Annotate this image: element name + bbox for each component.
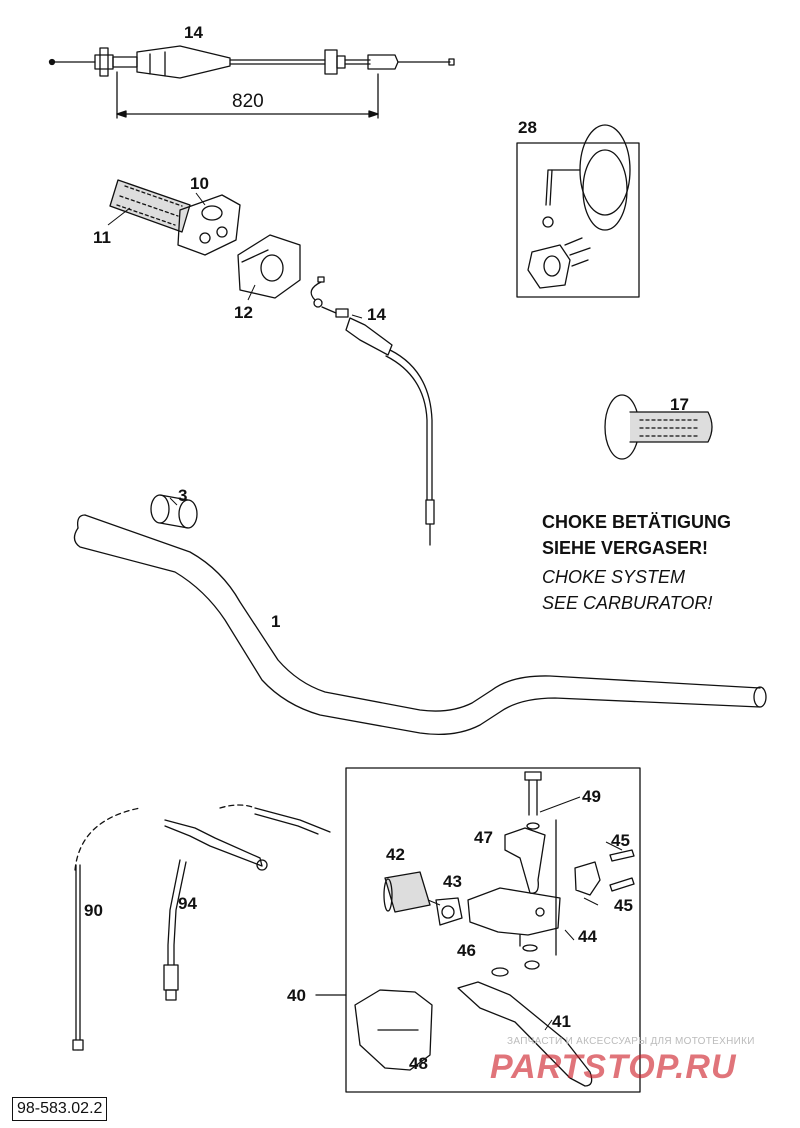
mirror-assembly-drawing (516, 124, 640, 298)
note-choke-de-line1: CHOKE BETÄTIGUNG (542, 512, 731, 532)
watermark-subtitle: ЗАПЧАСТИ И АКСЕССУАРЫ ДЛЯ МОТОТЕХНИКИ (507, 1036, 755, 1047)
document-number: 98-583.02.2 (12, 1097, 108, 1121)
label-part-1: 1 (271, 612, 281, 631)
note-choke-en-line2: SEE CARBURATOR! (542, 593, 713, 613)
label-part-44: 44 (578, 927, 597, 946)
label-part-49: 49 (582, 787, 601, 806)
label-part-90: 90 (84, 901, 103, 920)
label-part-43: 43 (443, 872, 462, 891)
label-part-10: 10 (190, 174, 209, 193)
note-choke-en-line1: CHOKE SYSTEM (542, 567, 686, 587)
label-part-48: 48 (409, 1054, 428, 1073)
label-part-28: 28 (518, 118, 537, 137)
label-part-42: 42 (386, 845, 405, 864)
label-part-94: 94 (178, 894, 197, 913)
label-part-41: 41 (552, 1012, 571, 1031)
label-part-17: 17 (670, 395, 689, 414)
note-choke-de-line2: SIEHE VERGASER! (542, 538, 709, 558)
label-part-11: 11 (93, 228, 111, 247)
label-part-14-top: 14 (184, 23, 203, 42)
throttle-grip-drawing (109, 179, 241, 256)
label-part-47: 47 (474, 828, 493, 847)
watermark-logo: PARTSTOP.RU (490, 1048, 737, 1086)
dimension-820-label: 820 (232, 91, 264, 112)
label-part-45a: 45 (611, 831, 630, 850)
handlebar-drawing (73, 514, 767, 736)
label-part-40: 40 (287, 986, 306, 1005)
choke-cable-drawing (310, 276, 435, 546)
grip-housing-drawing (237, 234, 301, 299)
label-part-46: 46 (457, 941, 476, 960)
sleeve-drawing (150, 494, 198, 529)
left-grip-drawing (604, 394, 713, 460)
label-part-12: 12 (234, 303, 253, 322)
throttle-cable-drawing (48, 45, 455, 119)
label-part-45b: 45 (614, 896, 633, 915)
label-part-14-mid: 14 (367, 305, 386, 324)
clutch-lever-box-drawing (315, 767, 641, 1093)
label-part-3: 3 (178, 486, 188, 505)
clutch-cable-drawing (72, 804, 331, 1051)
